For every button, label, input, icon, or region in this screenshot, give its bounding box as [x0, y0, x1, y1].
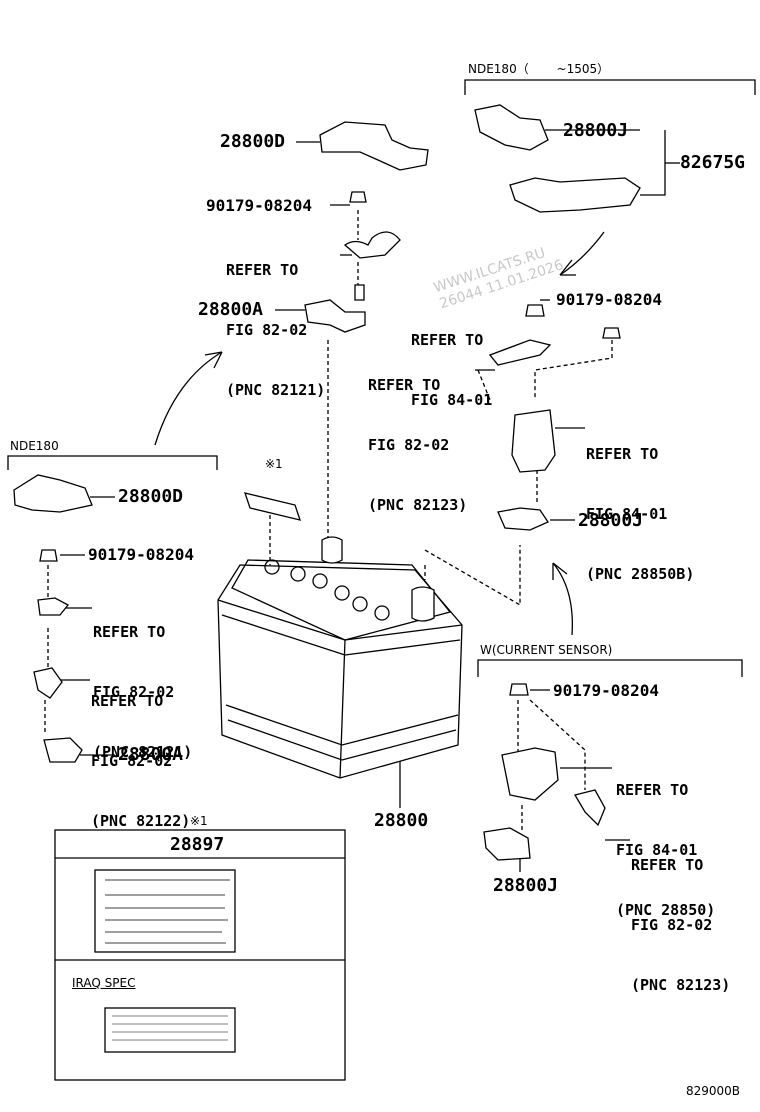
part-90179-d[interactable]: 90179-08204 [553, 681, 659, 700]
refer-block-4[interactable]: REFER TO FIG 84-01 (PNC 28850B) [586, 404, 694, 604]
part-28800A-top[interactable]: 28800A [198, 299, 264, 320]
part-28800[interactable]: 28800 [374, 810, 429, 831]
refer-4-line-1: REFER TO [586, 445, 659, 463]
plate-82123 [488, 339, 552, 366]
part-sketches [13, 104, 641, 861]
part-90179-b[interactable]: 90179-08204 [556, 290, 662, 309]
refer-4-line-3: (PNC 28850B) [586, 565, 695, 583]
refer-block-1[interactable]: REFER TO FIG 82-02 (PNC 82121) [226, 220, 325, 420]
bracket-current-sensor [477, 659, 743, 677]
clip-82123 [573, 789, 606, 827]
terminal-28800J-top [474, 104, 549, 151]
terminal-28800J-mid [497, 507, 549, 531]
box-part-28897[interactable]: 28897 [170, 834, 225, 855]
box-iraq-spec: IRAQ SPEC [72, 976, 136, 990]
refer-4-line-2: FIG 84-01 [586, 505, 668, 523]
bolt-top [354, 284, 365, 301]
figure-code: 829000B [686, 1084, 741, 1098]
refer-block-7[interactable]: REFER TO FIG 84-01 (PNC 28850) [616, 740, 715, 940]
nut-top [349, 191, 367, 203]
refer-block-2[interactable]: REFER TO FIG 84-01 [411, 290, 492, 430]
refer-3-line-1: REFER TO [368, 376, 441, 394]
terminal-28800J-bottom [483, 827, 531, 861]
part-28800D-left[interactable]: 28800D [118, 486, 184, 507]
part-28800J-b[interactable]: 28800J [578, 510, 644, 531]
refer-1-line-3: (PNC 82121) [226, 381, 326, 399]
part-90179-a[interactable]: 90179-08204 [206, 196, 312, 215]
refer-8-line-2: FIG 82-02 [631, 916, 713, 934]
section-nde180-left: NDE180 [10, 439, 59, 453]
refer-6-line-2: FIG 82-02 [91, 752, 173, 770]
label-plate [244, 492, 301, 521]
refer-8-line-1: REFER TO [631, 856, 704, 874]
refer-block-5[interactable]: REFER TO FIG 82-02 (PNC 82121) [93, 582, 192, 782]
terminal-cover-top [319, 121, 429, 171]
part-28800A-left[interactable]: 28800A [118, 744, 184, 765]
refer-1-line-2: FIG 82-02 [226, 321, 308, 339]
refer-2-line-1: REFER TO [411, 331, 484, 349]
refer-8-line-3: (PNC 82123) [631, 976, 731, 994]
part-28800J-c[interactable]: 28800J [493, 875, 559, 896]
refer-block-8[interactable]: REFER TO FIG 82-02 (PNC 82123) [631, 815, 730, 1015]
caution-label-1 [94, 869, 236, 953]
dashed-lines [44, 210, 613, 832]
refer-1-line-1: REFER TO [226, 261, 299, 279]
part-28800D-top[interactable]: 28800D [220, 131, 286, 152]
clip-82122-left [33, 667, 63, 699]
cover-28800D-left [13, 474, 93, 513]
parts-box [54, 829, 346, 1081]
nut-left [39, 549, 58, 562]
refer-7-line-3: (PNC 28850) [616, 901, 716, 919]
mark-note: ※1 [265, 457, 283, 471]
part-82675G[interactable]: 82675G [680, 152, 746, 173]
bracket-nde180-top [464, 79, 756, 95]
refer-block-3[interactable]: REFER TO FIG 82-02 (PNC 82123) [368, 335, 467, 535]
refer-block-6[interactable]: REFER TO FIG 82-02 (PNC 82122) [91, 651, 190, 851]
bracket-82675G [509, 177, 641, 213]
bracket-nde180-left [7, 455, 218, 470]
terminal-28800A-top [304, 299, 366, 333]
leader-lines [58, 129, 680, 872]
refer-3-line-3: (PNC 82123) [368, 496, 468, 514]
sensor-28850B [511, 409, 556, 473]
nut-d [509, 683, 529, 696]
part-90179-c[interactable]: 90179-08204 [88, 545, 194, 564]
flow-arrows [154, 231, 605, 636]
refer-6-line-3: (PNC 82122) [91, 812, 191, 830]
refer-7-line-2: FIG 84-01 [616, 841, 698, 859]
section-current-sensor: W(CURRENT SENSOR) [480, 643, 613, 657]
refer-2-line-2: FIG 84-01 [411, 391, 493, 409]
part-28800J-a[interactable]: 28800J [563, 120, 629, 141]
caution-label-2 [104, 1007, 236, 1053]
box-mark: ※1 [190, 814, 208, 828]
refer-6-line-1: REFER TO [91, 692, 164, 710]
clip-82121-left [37, 597, 69, 616]
nut-b [525, 304, 545, 317]
refer-5-line-3: (PNC 82121) [93, 743, 193, 761]
cable-end-top [343, 231, 401, 259]
refer-7-line-1: REFER TO [616, 781, 689, 799]
section-nde180-top: NDE180（ ~1505） [468, 62, 610, 76]
refer-5-line-1: REFER TO [93, 623, 166, 641]
nut-c [602, 327, 621, 339]
sensor-28850 [501, 747, 559, 801]
refer-3-line-2: FIG 82-02 [368, 436, 450, 454]
refer-5-line-2: FIG 82-02 [93, 683, 175, 701]
terminal-28800A-left [43, 737, 83, 763]
battery-drawing [217, 536, 463, 779]
